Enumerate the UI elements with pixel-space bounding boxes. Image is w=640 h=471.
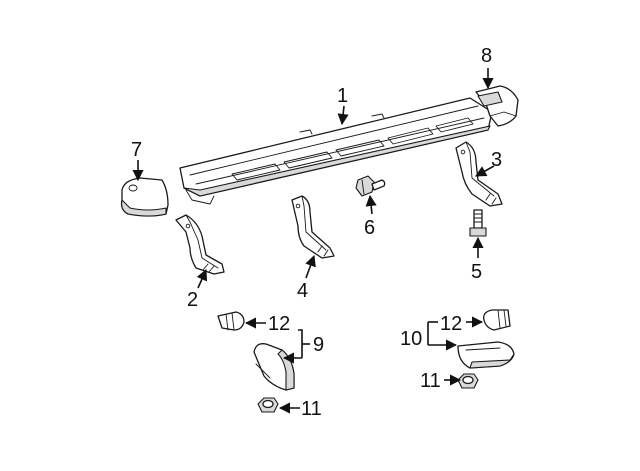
side-lamp-right-part[interactable] [457, 341, 515, 369]
end-cap-right-part[interactable] [475, 85, 519, 127]
callout-5: 5 [471, 261, 482, 283]
callout-2: 2 [187, 289, 198, 311]
nut-left-part[interactable] [257, 397, 279, 413]
leader-1 [337, 105, 349, 126]
bracket-9-vertical [298, 329, 303, 358]
nut-right-part[interactable] [457, 373, 479, 389]
end-cap-left-part[interactable] [120, 177, 169, 217]
bracket-4-part[interactable] [291, 195, 335, 259]
callout-10: 10 [400, 328, 422, 350]
leader-6 [365, 194, 377, 215]
bracket-2-part[interactable] [175, 214, 225, 275]
callout-labels: 1 2 3 4 5 6 7 8 9 10 11 11 12 12 [131, 45, 502, 420]
callout-11-left: 11 [301, 398, 322, 420]
callout-3: 3 [491, 149, 502, 171]
callout-11-right: 11 [420, 370, 441, 392]
side-lamp-left-part[interactable] [253, 343, 295, 391]
bracket-3-part[interactable] [455, 141, 503, 207]
bolt-6-part[interactable] [355, 175, 386, 197]
callout-12-left: 12 [268, 313, 290, 335]
callout-12-right: 12 [440, 313, 462, 335]
leader-lines [132, 68, 495, 414]
callout-9: 9 [313, 334, 324, 356]
leader-3 [475, 165, 495, 177]
callout-1: 1 [337, 85, 348, 107]
callout-4: 4 [297, 280, 308, 302]
bulb-left-part[interactable] [217, 311, 245, 331]
leader-2 [196, 268, 208, 289]
callout-7: 7 [131, 139, 142, 161]
running-board-part[interactable] [179, 97, 493, 205]
bulb-right-part[interactable] [483, 309, 511, 331]
callout-8: 8 [481, 45, 492, 67]
bolt-5-part[interactable] [469, 209, 487, 237]
callout-6: 6 [364, 217, 375, 239]
leader-4 [305, 254, 316, 279]
